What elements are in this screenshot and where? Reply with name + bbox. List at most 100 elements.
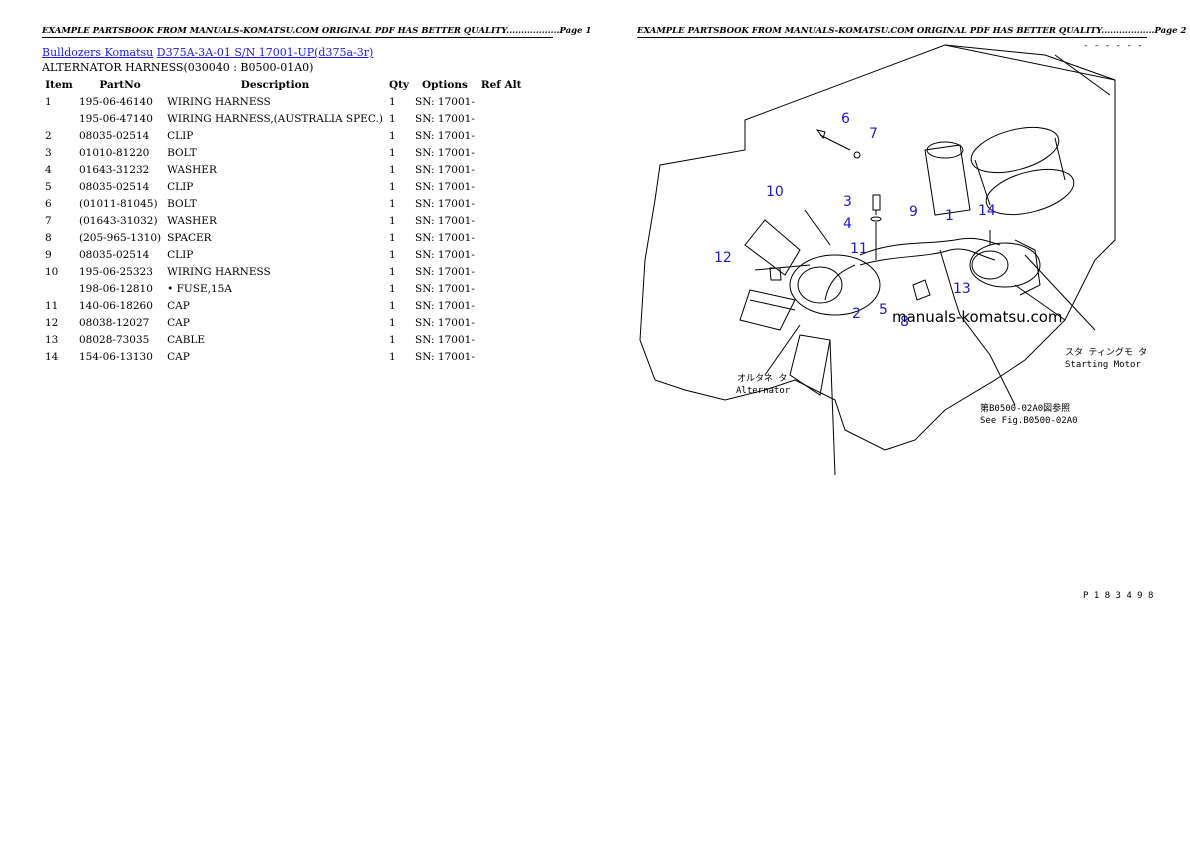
cell-item: 14 bbox=[45, 350, 59, 363]
cell-ref-alt bbox=[478, 144, 525, 161]
cell-item: 10 bbox=[45, 265, 59, 278]
cell-item: 5 bbox=[45, 180, 52, 193]
cell-ref-alt bbox=[478, 195, 525, 212]
callout-9: 9 bbox=[909, 204, 918, 220]
cell-options: SN: 17001- bbox=[415, 197, 475, 210]
cell-item bbox=[42, 280, 76, 297]
cell-options: SN: 17001- bbox=[415, 265, 475, 278]
cell-partno: 08035-02514 bbox=[79, 180, 150, 193]
cell-description: CAP bbox=[167, 316, 190, 329]
cell-description: CAP bbox=[167, 299, 190, 312]
cell-item: 12 bbox=[45, 316, 59, 329]
cell-item: 7 bbox=[45, 214, 52, 227]
cell-description: CLIP bbox=[167, 129, 194, 142]
cell-partno: 08028-73035 bbox=[79, 333, 150, 346]
callout-5: 5 bbox=[879, 302, 888, 318]
col-options: Options bbox=[422, 79, 468, 91]
cell-qty: 1 bbox=[388, 350, 396, 363]
callout-6: 6 bbox=[841, 111, 850, 127]
table-row: 195-06-47140 WIRING HARNESS,(AUSTRALIA SP… bbox=[42, 110, 524, 127]
cell-ref-alt bbox=[478, 229, 525, 246]
cell-options: SN: 17001- bbox=[415, 163, 475, 176]
cell-ref-alt bbox=[478, 212, 525, 229]
cell-description: • FUSE,15A bbox=[167, 282, 232, 295]
breadcrumb-link-bulldozers[interactable]: Bulldozers Komatsu bbox=[42, 46, 154, 59]
cell-ref-alt bbox=[478, 178, 525, 195]
starting-motor-label-jp: スタ ティングモ タ bbox=[1065, 346, 1147, 358]
callout-1: 1 bbox=[945, 208, 954, 224]
cell-qty: 1 bbox=[388, 95, 396, 108]
cell-options: SN: 17001- bbox=[415, 95, 475, 108]
figure-code: P 1 8 3 4 9 8 bbox=[1083, 591, 1153, 601]
cell-description: WIRING HARNESS,(AUSTRALIA SPEC.) bbox=[167, 112, 383, 125]
cell-partno: 01643-31232 bbox=[79, 163, 150, 176]
callout-3: 3 bbox=[843, 194, 852, 210]
cell-item: 6 bbox=[45, 197, 52, 210]
breadcrumb-link-model[interactable]: D375A-3A-01 S/N 17001-UP(d375a-3r) bbox=[156, 46, 374, 59]
cell-options: SN: 17001- bbox=[415, 231, 475, 244]
cell-description: WIRING HARNESS bbox=[167, 95, 271, 108]
cell-partno: (01011-81045) bbox=[79, 197, 158, 210]
cell-options: SN: 17001- bbox=[415, 299, 475, 312]
cell-ref-alt bbox=[478, 246, 525, 263]
starting-motor-label-en: Starting Motor bbox=[1065, 360, 1141, 370]
alternator-label-jp: オルタネ タ bbox=[737, 373, 787, 384]
cell-partno: 195-06-47140 bbox=[79, 112, 153, 125]
cell-partno: 08035-02514 bbox=[79, 248, 150, 261]
cell-qty: 1 bbox=[388, 197, 396, 210]
see-fig-label-en: See Fig.B0500-02A0 bbox=[980, 416, 1078, 426]
cell-qty: 1 bbox=[388, 316, 396, 329]
figure-top-code: - - - - - - bbox=[1083, 41, 1143, 51]
diagram-callouts: 6 7 10 3 4 9 1 14 11 12 2 5 8 13 bbox=[714, 111, 996, 330]
breadcrumb: Bulldozers Komatsu D375A-3A-01 S/N 17001… bbox=[42, 46, 373, 59]
cell-qty: 1 bbox=[388, 129, 396, 142]
cell-partno: (205-965-1310) bbox=[79, 231, 162, 244]
cell-qty: 1 bbox=[388, 231, 396, 244]
parts-table: Item PartNo Description Qty Options Ref … bbox=[42, 77, 524, 365]
cell-description: CLIP bbox=[167, 248, 194, 261]
cell-options: SN: 17001- bbox=[415, 214, 475, 227]
cell-ref-alt bbox=[478, 161, 525, 178]
cell-item: 2 bbox=[45, 129, 52, 142]
cell-item: 4 bbox=[45, 163, 52, 176]
cell-options: SN: 17001- bbox=[415, 180, 475, 193]
page-2: EXAMPLE PARTSBOOK FROM MANUALS-KOMATSU.C… bbox=[595, 0, 1190, 842]
cell-description: BOLT bbox=[167, 146, 197, 159]
watermark: manuals-komatsu.com bbox=[892, 308, 1063, 326]
callout-8: 8 bbox=[900, 314, 909, 330]
cell-options: SN: 17001- bbox=[415, 333, 475, 346]
cell-ref-alt bbox=[478, 297, 525, 314]
cell-qty: 1 bbox=[388, 112, 396, 125]
cell-item bbox=[42, 110, 76, 127]
callout-13: 13 bbox=[953, 281, 971, 297]
cell-ref-alt bbox=[478, 348, 525, 365]
callout-2: 2 bbox=[852, 306, 861, 322]
cell-partno: (01643-31032) bbox=[79, 214, 158, 227]
cell-ref-alt bbox=[478, 314, 525, 331]
cell-ref-alt bbox=[478, 331, 525, 348]
callout-14: 14 bbox=[978, 203, 996, 219]
cell-partno: 195-06-46140 bbox=[79, 95, 153, 108]
cell-description: WASHER bbox=[167, 214, 217, 227]
callout-10: 10 bbox=[766, 184, 784, 200]
cell-description: CAP bbox=[167, 350, 190, 363]
cell-partno: 154-06-13130 bbox=[79, 350, 153, 363]
cell-qty: 1 bbox=[388, 163, 396, 176]
cell-options: SN: 17001- bbox=[415, 316, 475, 329]
cell-options: SN: 17001- bbox=[415, 112, 475, 125]
col-partno: PartNo bbox=[99, 79, 141, 91]
cell-qty: 1 bbox=[388, 333, 396, 346]
cell-ref-alt bbox=[478, 263, 525, 280]
cell-ref-alt bbox=[478, 280, 525, 297]
